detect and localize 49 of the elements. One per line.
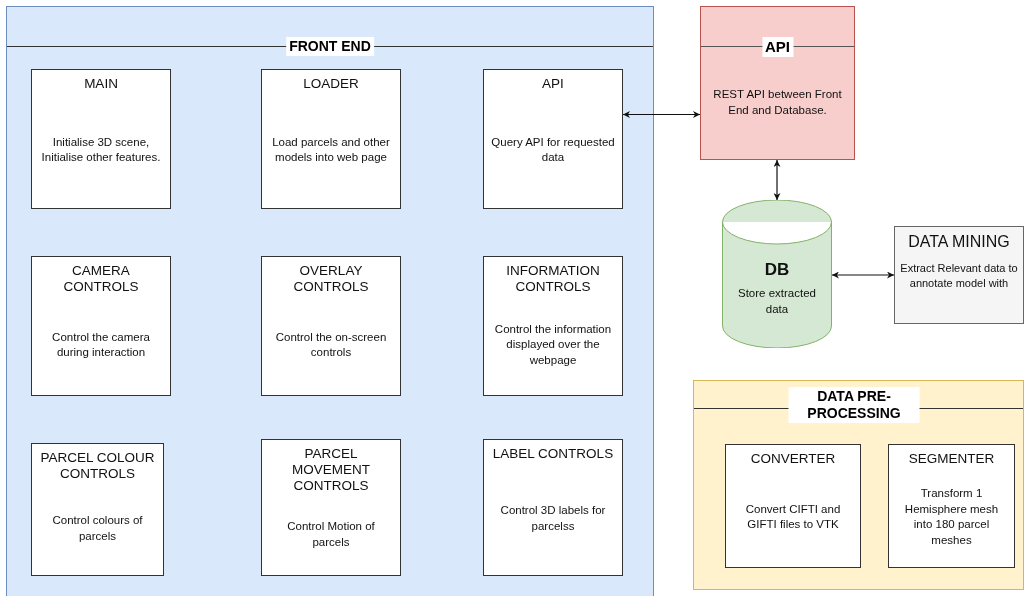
box-title: INFORMATION CONTROLS [505, 263, 601, 296]
box-description: Control Motion of parcels [286, 519, 376, 550]
box-description: Load parcels and other models into web page [271, 134, 391, 166]
box-description: Transform 1 Hemisphere mesh into 180 parcel meshes [903, 486, 1000, 548]
double-arrow [622, 111, 701, 118]
component-box [483, 69, 623, 209]
box-description: Store extracted data [737, 286, 817, 317]
panel-title: DATA PRE-PROCESSING [788, 387, 920, 423]
double-arrow [831, 271, 895, 279]
box-title: DATA MINING [907, 232, 1011, 252]
box-title: API [762, 37, 793, 57]
component-box [888, 444, 1015, 568]
component-box [31, 443, 164, 576]
front-end-panel [6, 6, 654, 596]
component-box [261, 69, 401, 209]
component-box [31, 256, 171, 396]
box-description: Query API for requested data [490, 134, 616, 166]
box-description: Control colours of parcels [51, 513, 144, 544]
box-title: CAMERA CONTROLS [62, 263, 140, 296]
pre-processing-panel [693, 380, 1024, 590]
box-description: Extract Relevant data to annotate model with [899, 261, 1019, 291]
api-box [700, 6, 855, 160]
component-box [31, 69, 171, 209]
box-title: DB [763, 260, 791, 281]
box-title: PARCEL COLOUR CONTROLS [39, 450, 156, 483]
component-box [483, 439, 623, 576]
box-description: Control the on-screen controls [274, 329, 388, 361]
component-box [261, 256, 401, 396]
box-description: Initialise 3D scene, Initialise other features. [40, 134, 162, 166]
box-title: LABEL CONTROLS [491, 446, 615, 463]
box-title: API [541, 76, 565, 93]
box-title: CONVERTER [749, 451, 837, 468]
box-description: Control the information displayed over the webpage [493, 321, 613, 368]
box-description: Control the camera during interaction [51, 329, 151, 361]
database-cylinder [722, 200, 832, 348]
box-title: LOADER [302, 76, 360, 93]
component-box [483, 256, 623, 396]
box-title: OVERLAY CONTROLS [292, 263, 370, 296]
box-title: PARCEL MOVEMENT CONTROLS [291, 446, 371, 495]
panel-title: FRONT END [286, 37, 374, 56]
box-title: SEGMENTER [907, 451, 996, 468]
data-mining-box [894, 226, 1024, 324]
component-box [261, 439, 401, 576]
box-title: MAIN [83, 76, 119, 93]
double-arrow [773, 159, 781, 201]
box-description: Control 3D labels for parcelss [499, 503, 607, 534]
box-description: Convert CIFTI and GIFTI files to VTK [744, 501, 842, 533]
box-description: REST API between Front End and Database. [712, 87, 843, 118]
component-box [725, 444, 861, 568]
